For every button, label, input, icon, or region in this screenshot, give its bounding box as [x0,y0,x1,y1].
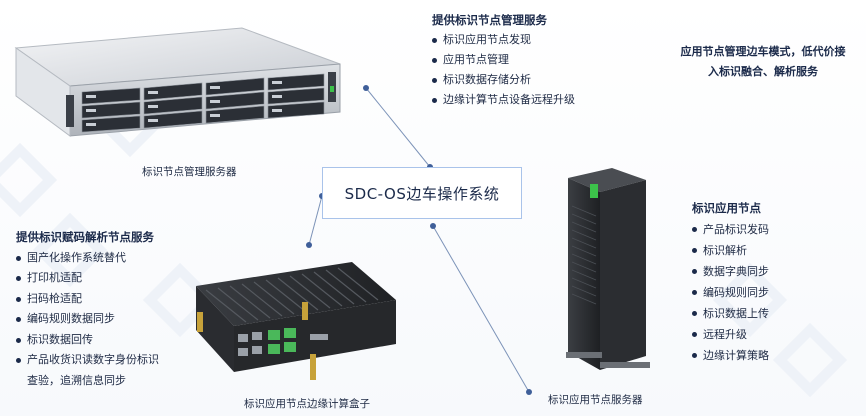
list-item: 数据字典同步 [692,261,769,282]
list-item: 边缘计算节点设备远程升级 [432,90,575,110]
right-node-title: 标识应用节点 [692,201,761,215]
management-server-caption: 标识节点管理服务器 [142,166,237,178]
app-server-caption: 标识应用节点服务器 [548,394,643,406]
list-item: 标识解析 [692,240,769,261]
list-item: 标识数据上传 [692,303,769,324]
connector-dot [363,85,369,91]
list-item-continuation: 查验，追溯信息同步 [27,373,126,387]
list-item: 国产化操作系统替代 [16,248,159,269]
edge-box-caption: 标识应用节点边缘计算盒子 [244,398,370,410]
connector-top [365,87,431,168]
left-service-title: 提供标识赋码解析节点服务 [16,230,154,244]
connector-dot [306,242,312,248]
list-item: 标识数据回传 [16,330,159,351]
list-item: 扫码枪适配 [16,289,159,310]
sidecar-note-line: 应用节点管理边车模式，低代价接 [680,45,846,58]
connector-left [308,195,323,246]
connector-bottom [432,225,530,393]
list-item: 标识应用节点发现 [432,30,575,50]
top-service-group: 提供标识节点管理服务 标识应用节点发现 应用节点管理 标识数据存储分析 边缘计算… [432,10,575,110]
connector-dot [526,389,532,395]
right-node-list: 产品标识发码 标识解析 数据字典同步 编码规则同步 标识数据上传 远程升级 边缘… [692,219,769,366]
list-item: 编码规则数据同步 [16,309,159,330]
list-item: 产品收货识读数字身份标识 [16,350,159,371]
list-item: 打印机适配 [16,268,159,289]
sidecar-note: 应用节点管理边车模式，低代价接 入标识融合、解析服务 [668,42,858,82]
top-service-list: 标识应用节点发现 应用节点管理 标识数据存储分析 边缘计算节点设备远程升级 [432,30,575,110]
list-item: 应用节点管理 [432,50,575,70]
list-item: 远程升级 [692,324,769,345]
left-service-group: 提供标识赋码解析节点服务 国产化操作系统替代 打印机适配 扫码枪适配 编码规则数… [16,227,159,391]
list-item: 编码规则同步 [692,282,769,303]
list-item: 边缘计算策略 [692,345,769,366]
center-system-box: SDC-OS边车操作系统 [322,167,522,219]
list-item: 标识数据存储分析 [432,70,575,90]
list-item: 产品标识发码 [692,219,769,240]
sidecar-note-line: 入标识融合、解析服务 [708,65,818,78]
top-service-title: 提供标识节点管理服务 [432,13,547,27]
left-service-list: 国产化操作系统替代 打印机适配 扫码枪适配 编码规则数据同步 标识数据回传 产品… [16,248,159,371]
center-system-title: SDC-OS边车操作系统 [344,184,500,203]
connector-dot [430,223,436,229]
right-node-group: 标识应用节点 产品标识发码 标识解析 数据字典同步 编码规则同步 标识数据上传 … [692,198,769,366]
